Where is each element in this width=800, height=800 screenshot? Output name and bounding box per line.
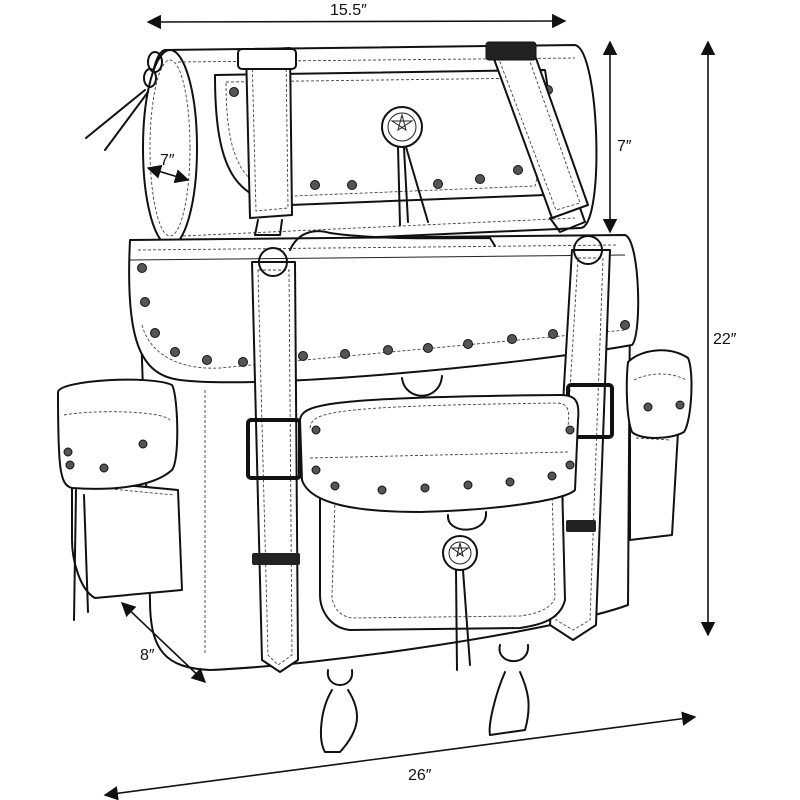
pocket-flap-rivets <box>311 425 575 495</box>
center-d-ring <box>401 375 443 397</box>
dim-label-depth: 8″ <box>140 647 155 664</box>
dimension-total-width: 26″ <box>103 711 697 800</box>
roll-strap-left <box>237 47 297 236</box>
dimension-depth: 8″ <box>120 602 207 683</box>
roll-zipper-pull <box>85 51 163 151</box>
dimension-top-width: 15.5″ <box>146 2 567 30</box>
pocket-d-ring <box>446 511 488 531</box>
dim-label-total-width: 26″ <box>408 767 432 784</box>
pocket-concho-emblem <box>442 535 478 671</box>
dim-label-roll-height: 7″ <box>617 138 632 155</box>
dim-label-top-width: 15.5″ <box>330 2 367 19</box>
roll-strap-right <box>485 41 589 233</box>
lid-handle <box>289 230 496 251</box>
left-side-pocket <box>57 378 183 621</box>
front-pocket <box>299 394 580 671</box>
right-side-pocket <box>625 349 693 541</box>
lid-rivets <box>137 263 630 367</box>
roll-bag <box>85 41 598 247</box>
roll-concho-emblem <box>381 106 429 226</box>
dimension-roll-height: 7″ <box>602 40 632 234</box>
dim-label-roll-diameter: 7″ <box>160 152 175 169</box>
dimension-roll-diameter: 7″ <box>146 152 190 184</box>
bottom-clips <box>320 644 530 753</box>
dimension-total-height: 22″ <box>700 40 737 637</box>
dim-label-total-height: 22″ <box>713 331 737 348</box>
roll-flap-rivets <box>229 85 553 190</box>
